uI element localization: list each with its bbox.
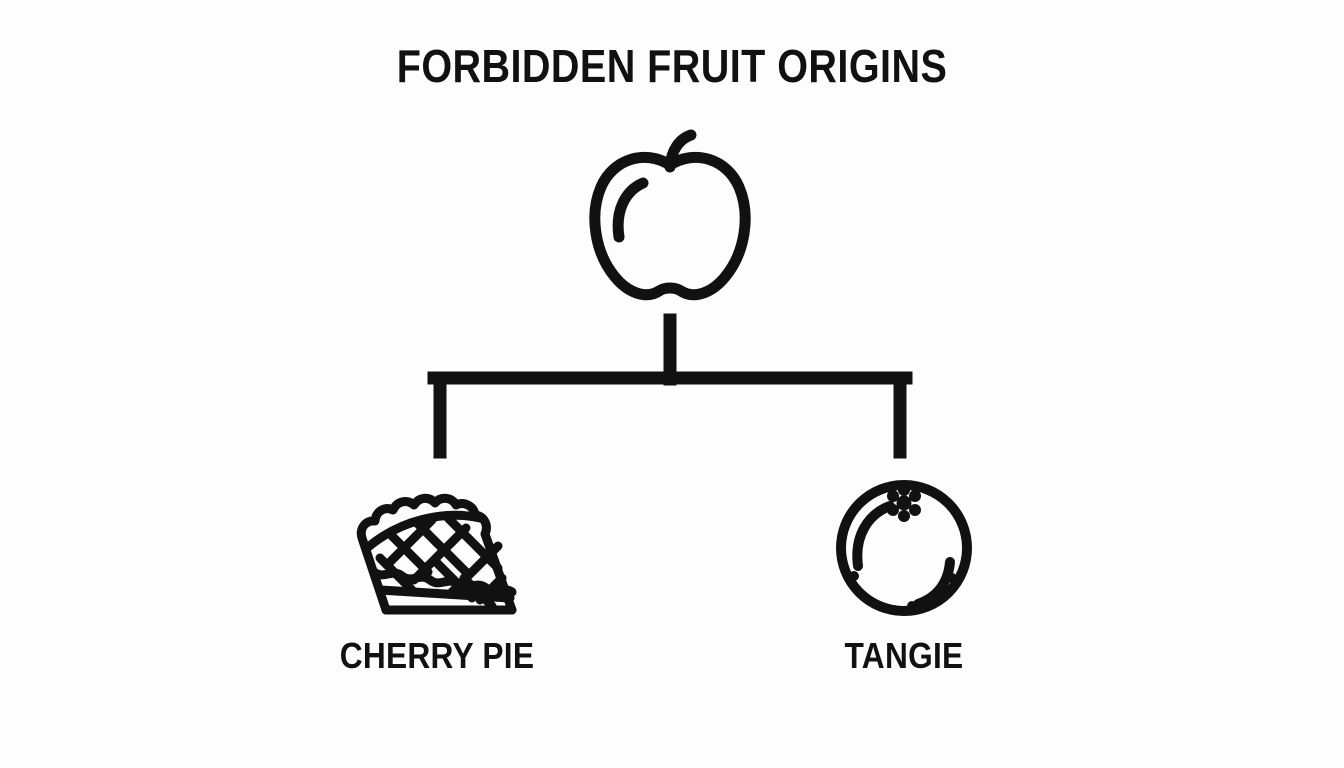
tangerine-pores-icon <box>849 571 957 615</box>
node-label-cherry-pie: CHERRY PIE <box>339 635 535 676</box>
page-title: FORBIDDEN FRUIT ORIGINS <box>396 40 948 92</box>
node-child-cherry-pie[interactable] <box>340 462 536 622</box>
pie-slice-icon <box>356 493 517 615</box>
node-label-tangie: TANGIE <box>844 635 964 676</box>
node-root-apple[interactable] <box>575 125 765 310</box>
apple-icon <box>589 129 751 301</box>
tangerine-icon <box>836 480 972 616</box>
tangerine-calyx-icon <box>887 484 921 522</box>
node-child-tangie[interactable] <box>828 470 980 622</box>
